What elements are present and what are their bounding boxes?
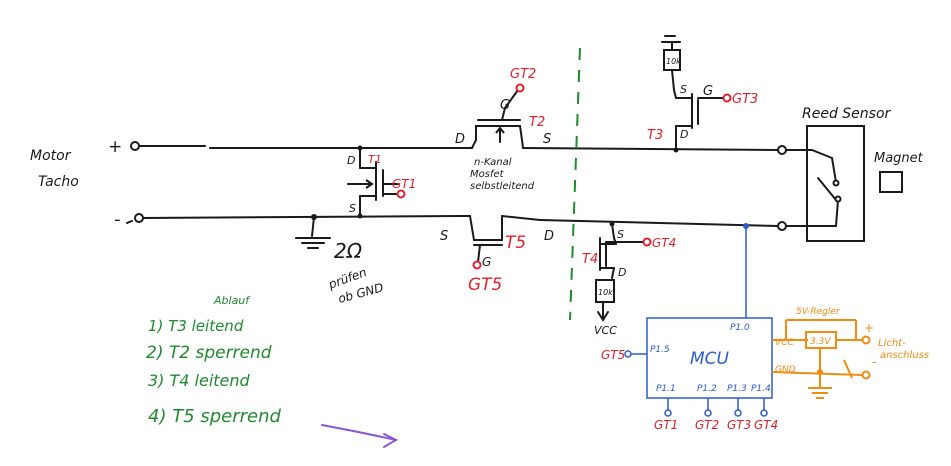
magnet-block <box>879 171 903 193</box>
reed-bottom-terminal <box>777 221 787 231</box>
t2-note-line3: selbstleitend <box>470 181 535 192</box>
t4-name: T4 <box>582 252 598 267</box>
plus-label: + <box>108 137 122 157</box>
ablauf-title: Ablauf <box>213 294 251 307</box>
motor-minus-terminal <box>134 213 144 223</box>
mcu-pin-p11: P1.1 <box>656 384 676 394</box>
mcu-rail-junction <box>743 223 749 229</box>
t2-note: n-Kanal Mosfet selbstleitend <box>470 157 535 192</box>
magnet-label: Magnet <box>874 151 924 166</box>
gnd-note: 2Ω prüfen ob GND <box>326 239 385 306</box>
regulator-title: 5V-Regler <box>796 307 841 317</box>
arrows <box>365 126 505 189</box>
regulator-plus-label: + <box>864 321 874 335</box>
terminals <box>130 141 842 231</box>
regulator-block <box>771 319 863 399</box>
mcu-pin-markers <box>624 350 768 417</box>
gate-terminals <box>396 83 732 270</box>
t2-name: T2 <box>529 115 545 130</box>
ablauf-section: Ablauf 1) T3 leitend 2) T2 sperrend 3) T… <box>146 294 282 427</box>
t5-gate-net: GT5 <box>468 275 502 295</box>
regulator-labels: VCC GND 5V-Regler 3.3V + - Licht- anschl… <box>775 307 929 375</box>
mcu-net-gt3: GT3 <box>727 418 751 432</box>
t4-gate-net: GT4 <box>652 236 676 250</box>
ablauf-step-3: 3) T4 leitend <box>148 371 251 390</box>
divider-line <box>569 47 581 321</box>
t3-gate-net: GT3 <box>732 92 758 107</box>
minus-label: - <box>114 209 121 230</box>
t2-gate-net: GT2 <box>510 67 536 82</box>
motor-labels: Motor Tacho + - <box>30 137 122 230</box>
reed-contact-bottom <box>834 195 842 203</box>
pin-letters: D S D S G S D G S G D S D 10k 10k VCC <box>347 57 713 337</box>
mcu-pin-p12: P1.2 <box>697 384 717 394</box>
motor-plus-terminal <box>130 141 140 151</box>
regulator-terminals <box>861 335 871 380</box>
mcu-left-net: GT5 <box>601 348 625 362</box>
mcu-net-gt2: GT2 <box>695 418 719 432</box>
red-labels: T1 GT1 T2 GT2 T3 GT3 T4 GT4 T5 GT5 <box>368 67 758 295</box>
t1-gate-net: GT1 <box>392 177 416 191</box>
t1-source-label: S <box>349 202 356 215</box>
t5-source-label: S <box>440 229 448 244</box>
mcu-net-gt1: GT1 <box>654 418 678 432</box>
t2-note-line1: n-Kanal <box>474 157 512 168</box>
regulator-gnd-label: GND <box>775 365 796 375</box>
motor-label: Motor <box>30 148 72 164</box>
t3-name: T3 <box>647 128 663 143</box>
t3-drain-label: D <box>680 128 688 141</box>
mcu-pin-p15: P1.5 <box>650 345 670 355</box>
light-connection-line2: anschluss <box>880 350 929 361</box>
ablauf-arrow <box>321 424 399 448</box>
t4-drain-label: D <box>618 266 626 279</box>
vcc-label: VCC <box>594 324 617 337</box>
t5-gate-label: G <box>482 255 491 269</box>
reed-sensor-title: Reed Sensor <box>802 106 892 122</box>
wiring <box>126 35 839 322</box>
mcu-title: MCU <box>690 349 730 369</box>
t5-drain-label: D <box>544 229 554 244</box>
t4-source-label: S <box>617 228 624 241</box>
junctions <box>311 145 679 227</box>
reed-contact-top <box>832 179 840 187</box>
t5-name: T5 <box>505 233 526 253</box>
mcu-pin-p13: P1.3 <box>727 384 747 394</box>
mcu-pin-p10: P1.0 <box>730 323 750 333</box>
light-connection-line1: Licht- <box>878 338 906 349</box>
reed-sensor-box <box>806 125 865 242</box>
mcu-net-labels: GT5 GT1 GT2 GT3 GT4 <box>601 348 778 432</box>
mcu-pin-p14: P1.4 <box>751 384 771 394</box>
t1-name: T1 <box>368 153 382 166</box>
regulator-junction <box>817 369 823 375</box>
mcu-block <box>631 226 773 410</box>
t3-resistor-label: 10k <box>666 57 681 66</box>
regulator-minus-label: - <box>872 355 876 369</box>
regulator-vcc-label: VCC <box>775 338 794 348</box>
ablauf-step-4: 4) T5 sperrend <box>148 406 282 427</box>
t4-resistor-label: 10k <box>598 288 613 297</box>
tacho-label: Tacho <box>38 174 79 190</box>
regulator-value: 3.3V <box>810 337 831 347</box>
t3-source-label: S <box>680 83 687 96</box>
t1-drain-label: D <box>347 154 355 167</box>
gnd-note-value: 2Ω <box>334 239 363 263</box>
t2-drain-label: D <box>455 132 465 147</box>
ablauf-step-2: 2) T2 sperrend <box>146 343 272 363</box>
reed-top-terminal <box>777 145 787 155</box>
t2-gate-label: G <box>500 98 510 113</box>
t2-source-label: S <box>543 132 551 147</box>
reed-labels: Reed Sensor Magnet <box>802 106 924 166</box>
mcu-net-gt4: GT4 <box>754 418 778 432</box>
t2-note-line2: Mosfet <box>470 169 505 180</box>
mcu-labels: MCU P1.5 P1.0 P1.1 P1.2 P1.3 P1.4 <box>650 323 771 394</box>
ablauf-step-1: 1) T3 leitend <box>148 317 244 335</box>
t3-gate-label: G <box>703 84 713 99</box>
